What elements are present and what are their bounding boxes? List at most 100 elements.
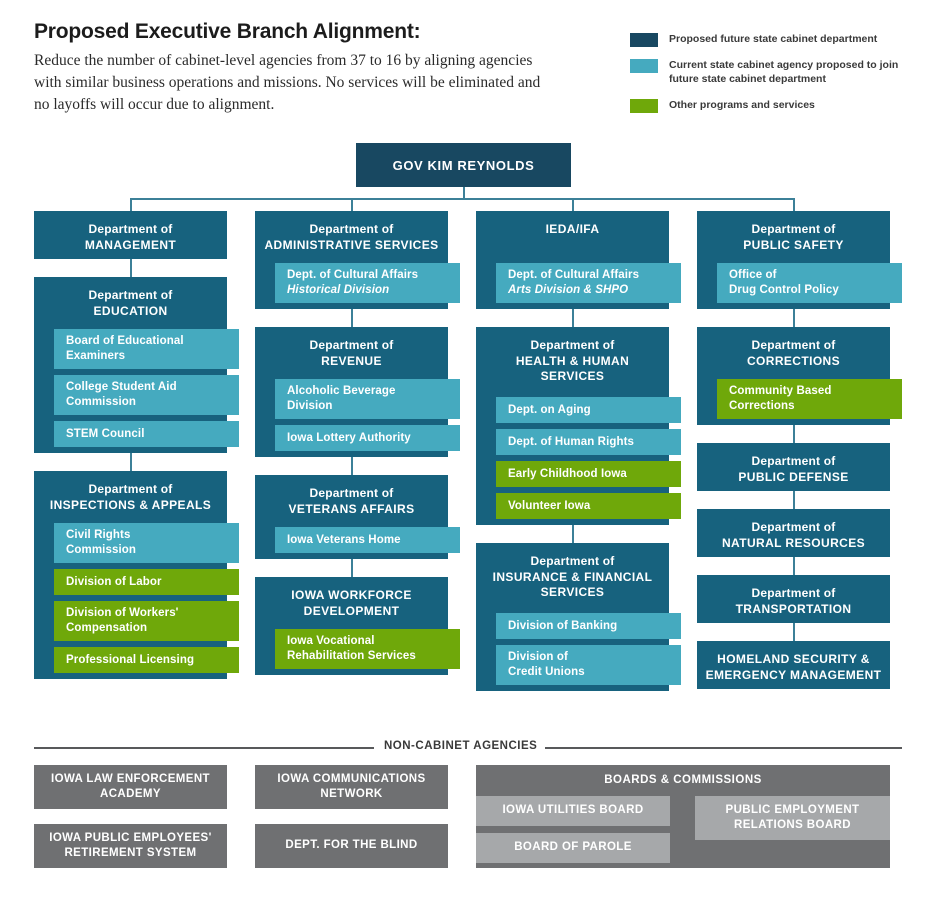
legend-swatch	[630, 33, 658, 47]
sub-agency-label: Board of Educational	[66, 335, 184, 348]
non-cabinet-label: IOWA LAW ENFORCEMENT	[51, 772, 210, 785]
department-box: HOMELAND SECURITY &EMERGENCY MANAGEMENT	[697, 641, 890, 689]
sub-agency-label: STEM Council	[66, 427, 145, 440]
connector-line	[792, 491, 795, 509]
connector-line	[792, 198, 795, 211]
non-cabinet-label: IOWA COMMUNICATIONS	[277, 772, 426, 785]
page-subtitle: Reduce the number of cabinet-level agenc…	[34, 52, 541, 113]
sub-agency-label: Historical Division	[287, 284, 390, 296]
sub-agency-label: Commission	[66, 396, 137, 408]
connector-line	[350, 457, 353, 475]
department-title-line: DEVELOPMENT	[303, 603, 400, 618]
non-cabinet-label: RETIREMENT SYSTEM	[64, 847, 197, 859]
other-program-box: Division of Workers'Compensation	[54, 601, 239, 641]
department-title-line: Department of	[88, 222, 173, 236]
department-title-line: INSPECTIONS & APPEALS	[49, 497, 212, 512]
sub-agency-box: Iowa Veterans Home	[275, 527, 460, 553]
non-cabinet-box: DEPT. FOR THE BLIND	[255, 824, 448, 868]
connector-line	[350, 198, 353, 211]
department-title-line: Department of	[751, 586, 836, 600]
department-title-line: HEALTH & HUMAN	[515, 353, 630, 368]
sub-agency-label: Division of Banking	[508, 619, 618, 632]
legend-item: Current state cabinet agency proposed to…	[630, 58, 930, 87]
department-title-line: SERVICES	[540, 585, 605, 600]
sub-agency-label: Examiners	[66, 350, 126, 362]
connector-line	[792, 557, 795, 575]
department-title-line: Department of	[751, 454, 836, 468]
connector-line	[571, 198, 574, 211]
department-title-line: Department of	[530, 338, 615, 352]
sub-agency-label: College Student Aid	[66, 381, 177, 394]
department-title-line: PUBLIC SAFETY	[743, 237, 844, 252]
sub-agency-label: Dept. on Aging	[508, 403, 591, 416]
department-title-line: Department of	[530, 554, 615, 568]
department-title-line: REVENUE	[321, 353, 382, 368]
board-box: BOARD OF PAROLE	[476, 833, 670, 863]
non-cabinet-label: IOWA UTILITIES BOARD	[502, 804, 644, 817]
sub-agency-label: Rehabilitation Services	[287, 650, 416, 662]
connector-line	[792, 425, 795, 443]
section-divider	[545, 747, 902, 749]
legend-swatch	[630, 98, 658, 113]
non-cabinet-label: BOARD OF PAROLE	[514, 841, 632, 854]
department-title-line: SERVICES	[540, 369, 605, 384]
legend-label: Current state cabinet agency proposed to…	[669, 59, 899, 86]
connector-line	[571, 525, 574, 543]
sub-agency-label: Iowa Vocational	[287, 635, 375, 648]
governor-box: GOV KIM REYNOLDS	[356, 143, 571, 187]
non-cabinet-title: NON-CABINET AGENCIES	[384, 740, 538, 752]
non-cabinet-label: IOWA PUBLIC EMPLOYEES'	[49, 831, 212, 844]
governor-label: GOV KIM REYNOLDS	[392, 157, 535, 173]
sub-agency-label: Dept. of Human Rights	[508, 435, 635, 448]
non-cabinet-box: IOWA PUBLIC EMPLOYEES' RETIREMENT SYSTEM	[34, 824, 227, 868]
non-cabinet-label: PUBLIC EMPLOYMENT	[725, 803, 860, 816]
sub-agency-label: Civil Rights	[66, 529, 131, 542]
sub-agency-box: Division of Banking	[496, 613, 681, 639]
connector-line	[792, 623, 795, 641]
connector-line	[130, 198, 794, 200]
department-title-line: ADMINISTRATIVE SERVICES	[264, 237, 439, 252]
connector-line	[571, 309, 574, 327]
other-program-box: Division of Labor	[54, 569, 239, 595]
connector-line	[350, 309, 353, 327]
department-title-line: HOMELAND SECURITY &	[717, 652, 870, 666]
sub-agency-label: Iowa Veterans Home	[287, 533, 401, 546]
department-title-line: Department of	[751, 222, 836, 236]
sub-agency-label: Drug Control Policy	[729, 284, 839, 296]
sub-agency-label: Community Based	[729, 385, 832, 398]
boards-commissions-title: BOARDS & COMMISSIONS	[604, 774, 762, 786]
legend-item: Proposed future state cabinet department	[630, 32, 930, 47]
department-title-line: Department of	[751, 520, 836, 534]
other-program-box: Early Childhood Iowa	[496, 461, 681, 487]
other-program-box: Professional Licensing	[54, 647, 239, 673]
board-box: IOWA UTILITIES BOARD	[476, 796, 670, 826]
department-title: IEDA/IFA	[476, 211, 669, 247]
sub-agency-box: Dept. on Aging	[496, 397, 681, 423]
non-cabinet-label: RELATIONS BOARD	[734, 819, 851, 831]
department-title-line: Department of	[88, 482, 173, 496]
connector-line	[129, 198, 132, 211]
sub-agency-label: Division of Labor	[66, 575, 162, 588]
sub-agency-label: Professional Licensing	[66, 653, 195, 666]
